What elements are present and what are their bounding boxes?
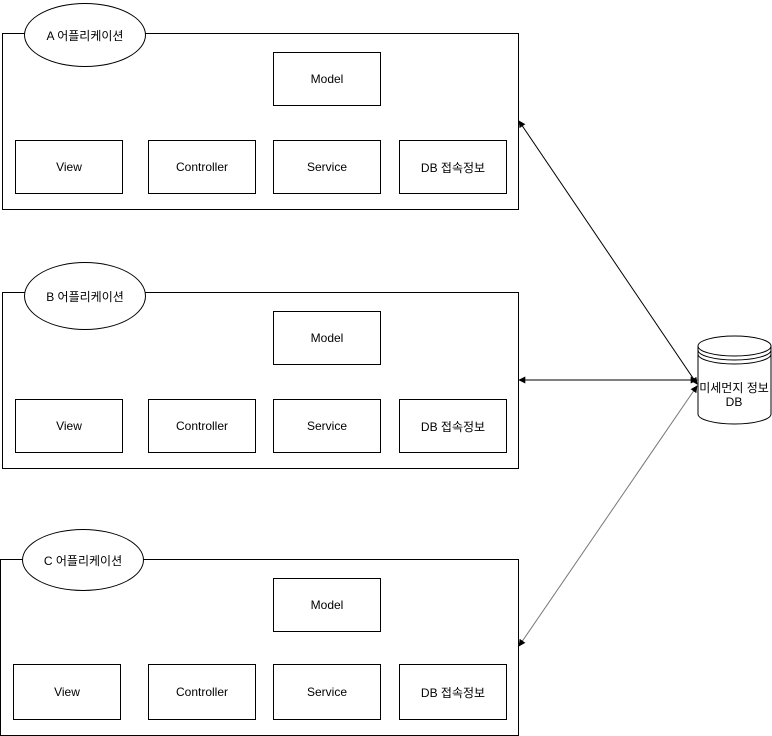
app-b-title: B 어플리케이션 <box>46 289 124 304</box>
app-c-controller-label: Controller <box>175 685 229 699</box>
connector-app-a-to-db <box>518 120 698 385</box>
app-c-controller-box: Controller <box>148 664 256 720</box>
app-a-title-ellipse: A 어플리케이션 <box>24 3 146 67</box>
database-cylinder <box>697 335 772 425</box>
app-c-model-box: Model <box>273 578 381 632</box>
app-a-db-info-box: DB 접속정보 <box>399 140 507 194</box>
app-a-service-box: Service <box>273 140 381 194</box>
app-b-service-label: Service <box>306 419 347 433</box>
app-c-service-box: Service <box>273 664 381 720</box>
app-a-view-label: View <box>56 160 82 174</box>
app-a-model-label: Model <box>310 72 344 86</box>
database-label-line2: DB <box>725 395 743 409</box>
app-c-view-label: View <box>54 685 80 699</box>
app-b-service-box: Service <box>273 399 381 453</box>
database-label: 미세먼지 정보 DB <box>697 381 771 409</box>
connector-app-c-to-db <box>518 385 698 647</box>
app-a-model-box: Model <box>273 52 381 106</box>
app-b-title-ellipse: B 어플리케이션 <box>24 262 146 330</box>
app-a-view-box: View <box>15 140 123 194</box>
app-b-model-label: Model <box>310 331 344 345</box>
app-b-controller-box: Controller <box>148 399 256 453</box>
app-c-service-label: Service <box>306 685 347 699</box>
app-a-title: A 어플리케이션 <box>46 28 124 43</box>
app-c-db-info-label: DB 접속정보 <box>420 685 486 700</box>
app-c-model-label: Model <box>310 598 344 612</box>
app-c-db-info-box: DB 접속정보 <box>399 664 507 720</box>
app-b-db-info-label: DB 접속정보 <box>420 419 486 434</box>
app-a-controller-box: Controller <box>148 140 256 194</box>
app-c-title: C 어플리케이션 <box>43 553 123 568</box>
app-a-container: Model View Controller Service DB 접속정보 <box>2 33 519 210</box>
app-b-model-box: Model <box>273 311 381 365</box>
app-b-controller-label: Controller <box>175 419 229 433</box>
app-c-title-ellipse: C 어플리케이션 <box>22 529 144 591</box>
app-a-service-label: Service <box>306 160 347 174</box>
app-b-view-box: View <box>15 399 123 453</box>
app-b-view-label: View <box>56 419 82 433</box>
app-b-db-info-box: DB 접속정보 <box>399 399 507 453</box>
database-label-line1: 미세먼지 정보 <box>699 381 769 395</box>
app-a-db-info-label: DB 접속정보 <box>420 160 486 175</box>
app-c-view-box: View <box>13 664 121 720</box>
app-a-controller-label: Controller <box>175 160 229 174</box>
